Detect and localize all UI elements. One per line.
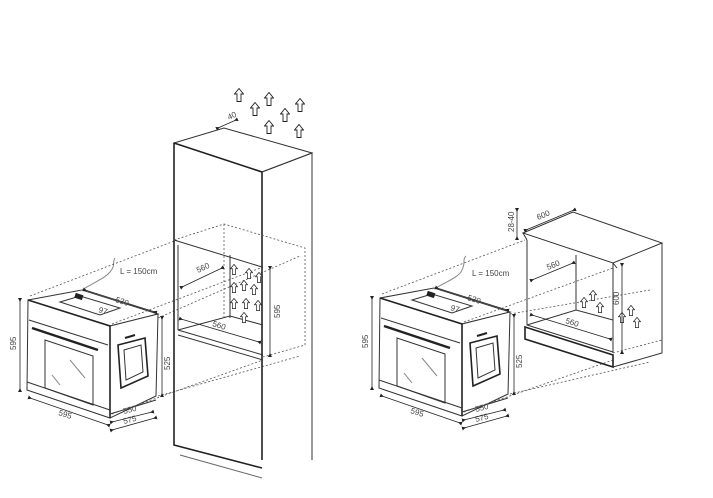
cabinet-width-label: 600 xyxy=(535,208,551,222)
niche-width-label: 560 xyxy=(564,316,580,329)
oven-depth-top-label: 530 xyxy=(114,295,130,308)
up-arrow-icon xyxy=(294,124,304,138)
oven-total-depth-label: 575 xyxy=(474,412,490,424)
up-arrow-icon xyxy=(264,120,274,134)
niche-depth-label: 560 xyxy=(545,258,561,272)
oven-drawing xyxy=(377,286,512,418)
oven-side-height-label: 525 xyxy=(163,356,172,370)
oven-body-depth-label: 550 xyxy=(474,402,490,414)
niche-height-label: 600 xyxy=(612,291,621,305)
oven-drawing xyxy=(25,288,160,420)
oven-depth-top-label: 530 xyxy=(466,293,482,306)
top-gap-label: 28-40 xyxy=(507,211,516,232)
vent-arrows-niche xyxy=(230,264,263,323)
vent-arrows-niche xyxy=(580,290,641,328)
oven-side-height-label: 525 xyxy=(515,354,524,368)
cable-length-label: L = 150cm xyxy=(472,269,510,278)
up-arrow-icon xyxy=(264,92,274,106)
power-cable xyxy=(433,255,467,290)
vent-arrows-top xyxy=(234,88,305,138)
door-offset-label: 97 xyxy=(97,305,109,316)
door-offset-label: 97 xyxy=(449,303,461,314)
niche-width-label: 560 xyxy=(211,319,227,332)
power-cable xyxy=(79,257,116,292)
up-arrow-icon xyxy=(295,98,305,112)
niche-depth-label: 560 xyxy=(195,261,211,275)
right-installation: L = 150cm 28-40 600 560 600 560 xyxy=(361,207,664,431)
up-arrow-icon xyxy=(250,102,260,116)
base-cabinet xyxy=(521,211,664,369)
oven-width-label: 595 xyxy=(57,408,73,421)
oven-total-depth-label: 575 xyxy=(122,414,138,426)
up-arrow-icon xyxy=(280,108,290,122)
oven-width-label: 595 xyxy=(409,406,425,419)
oven-height-label: 595 xyxy=(9,336,18,350)
oven-body-depth-label: 550 xyxy=(122,404,138,416)
cable-length-label: L = 150cm xyxy=(120,267,158,276)
up-arrow-icon xyxy=(234,88,244,102)
top-vent-gap-label: 40 xyxy=(226,110,238,122)
niche-height-label: 595 xyxy=(273,304,282,318)
left-installation: L = 150cm xyxy=(9,88,314,479)
oven-height-label: 595 xyxy=(361,334,370,348)
